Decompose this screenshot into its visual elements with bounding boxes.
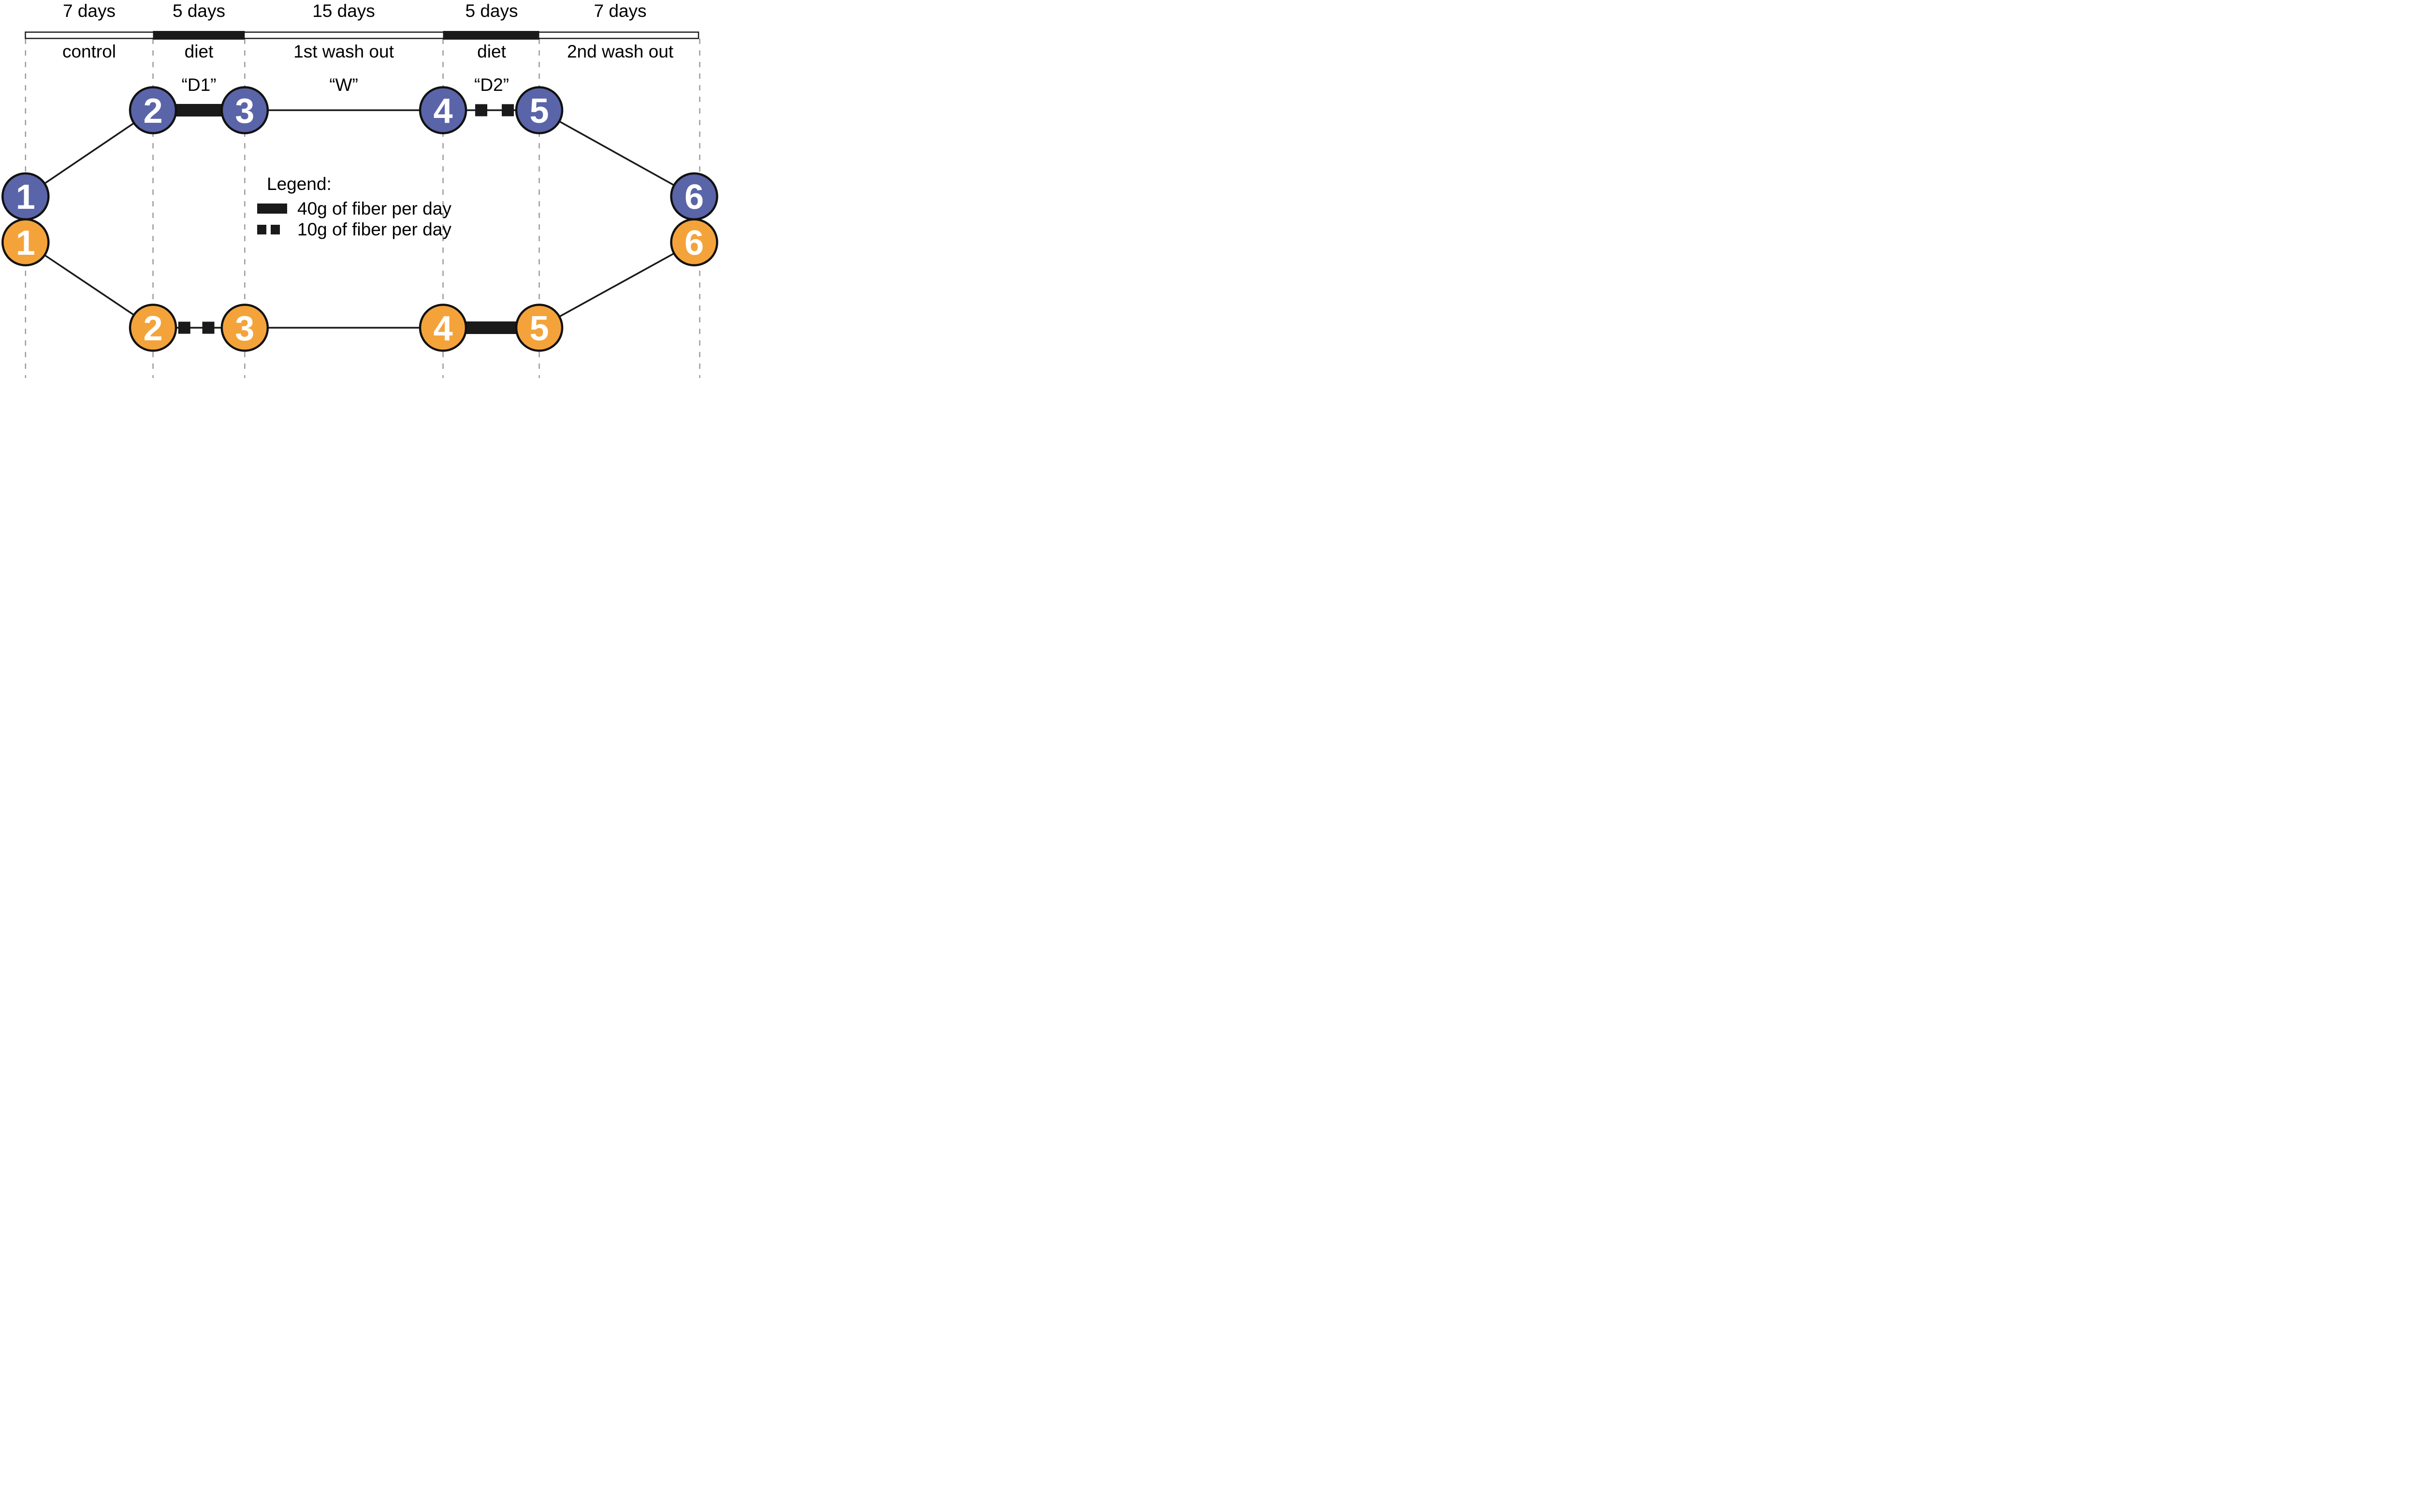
fiber-10g-square-blue-b xyxy=(502,104,514,116)
legend-swatch-10g-square-b-icon xyxy=(270,225,280,234)
phase-label-washout1: 1st wash out xyxy=(293,42,394,61)
legend-title: Legend: xyxy=(267,174,332,194)
blue-arm-nodes xyxy=(1,86,718,221)
fiber-10g-square-orange-a xyxy=(178,321,190,334)
node-orange-2-label: 2 xyxy=(143,309,162,348)
duration-label-diet1: 5 days xyxy=(172,1,226,21)
phase-label-diet2: diet xyxy=(477,42,506,61)
legend-swatch-10g-square-a-icon xyxy=(257,225,266,234)
connector-blue-1-2 xyxy=(25,109,154,197)
node-orange-3-label: 3 xyxy=(235,309,254,348)
node-blue-5-label: 5 xyxy=(529,92,549,131)
phase-label-control: control xyxy=(62,42,116,61)
legend-item-10g-label: 10g of fiber per day xyxy=(297,219,451,239)
node-orange-5-label: 5 xyxy=(529,309,549,348)
duration-label-diet2: 5 days xyxy=(465,1,518,21)
node-orange-6-label: 6 xyxy=(684,224,704,262)
fiber-10g-square-orange-b xyxy=(202,321,215,334)
node-blue-3 xyxy=(220,86,269,134)
legend-swatch-40g-bar-icon xyxy=(257,204,287,214)
duration-label-washout1: 15 days xyxy=(312,1,375,21)
diet2-timeline-segment xyxy=(443,31,539,40)
node-blue-5 xyxy=(515,86,564,134)
duration-label-control: 7 days xyxy=(62,1,116,21)
connector-lines xyxy=(25,109,695,329)
node-blue-2-label: 2 xyxy=(143,92,162,131)
phase-label-washout2: 2nd wash out xyxy=(567,42,674,61)
node-orange-5 xyxy=(515,304,564,352)
code-label-d1: “D1” xyxy=(181,75,217,95)
node-orange-1 xyxy=(1,218,50,267)
fiber-10g-square-blue-a xyxy=(475,104,487,116)
connector-orange-5-6 xyxy=(539,241,695,329)
node-blue-1-label: 1 xyxy=(16,178,35,217)
diet1-timeline-segment xyxy=(153,31,245,40)
node-orange-3 xyxy=(220,304,269,352)
diagram-graphics: 1 2 3 4 5 6 1 2 3 4 5 6 xyxy=(1,31,718,378)
node-blue-4-label: 4 xyxy=(433,92,452,131)
timeline-bar xyxy=(25,31,699,39)
code-label-w: “W” xyxy=(329,75,358,95)
node-orange-2 xyxy=(129,304,177,352)
duration-label-washout2: 7 days xyxy=(594,1,647,21)
node-orange-4 xyxy=(419,304,467,352)
phase-label-diet1: diet xyxy=(184,42,214,61)
node-orange-4-label: 4 xyxy=(433,309,452,348)
node-orange-6 xyxy=(670,218,718,267)
study-design-diagram: 1 2 3 4 5 6 1 2 3 4 5 6 7 days 5 days 15… xyxy=(0,0,720,378)
node-digits: 1 2 3 4 5 6 1 2 3 4 5 6 xyxy=(16,92,704,348)
node-blue-6-label: 6 xyxy=(684,178,704,217)
node-blue-2 xyxy=(129,86,177,134)
connector-blue-5-6 xyxy=(539,109,695,197)
legend-item-40g-label: 40g of fiber per day xyxy=(297,199,451,218)
fiber-10g-squares xyxy=(178,104,514,334)
node-blue-4 xyxy=(419,86,467,134)
code-label-d2: “D2” xyxy=(474,75,509,95)
orange-arm-nodes xyxy=(1,218,718,352)
node-orange-1-label: 1 xyxy=(16,224,35,262)
connector-orange-1-2 xyxy=(25,241,154,329)
node-blue-3-label: 3 xyxy=(235,92,254,131)
